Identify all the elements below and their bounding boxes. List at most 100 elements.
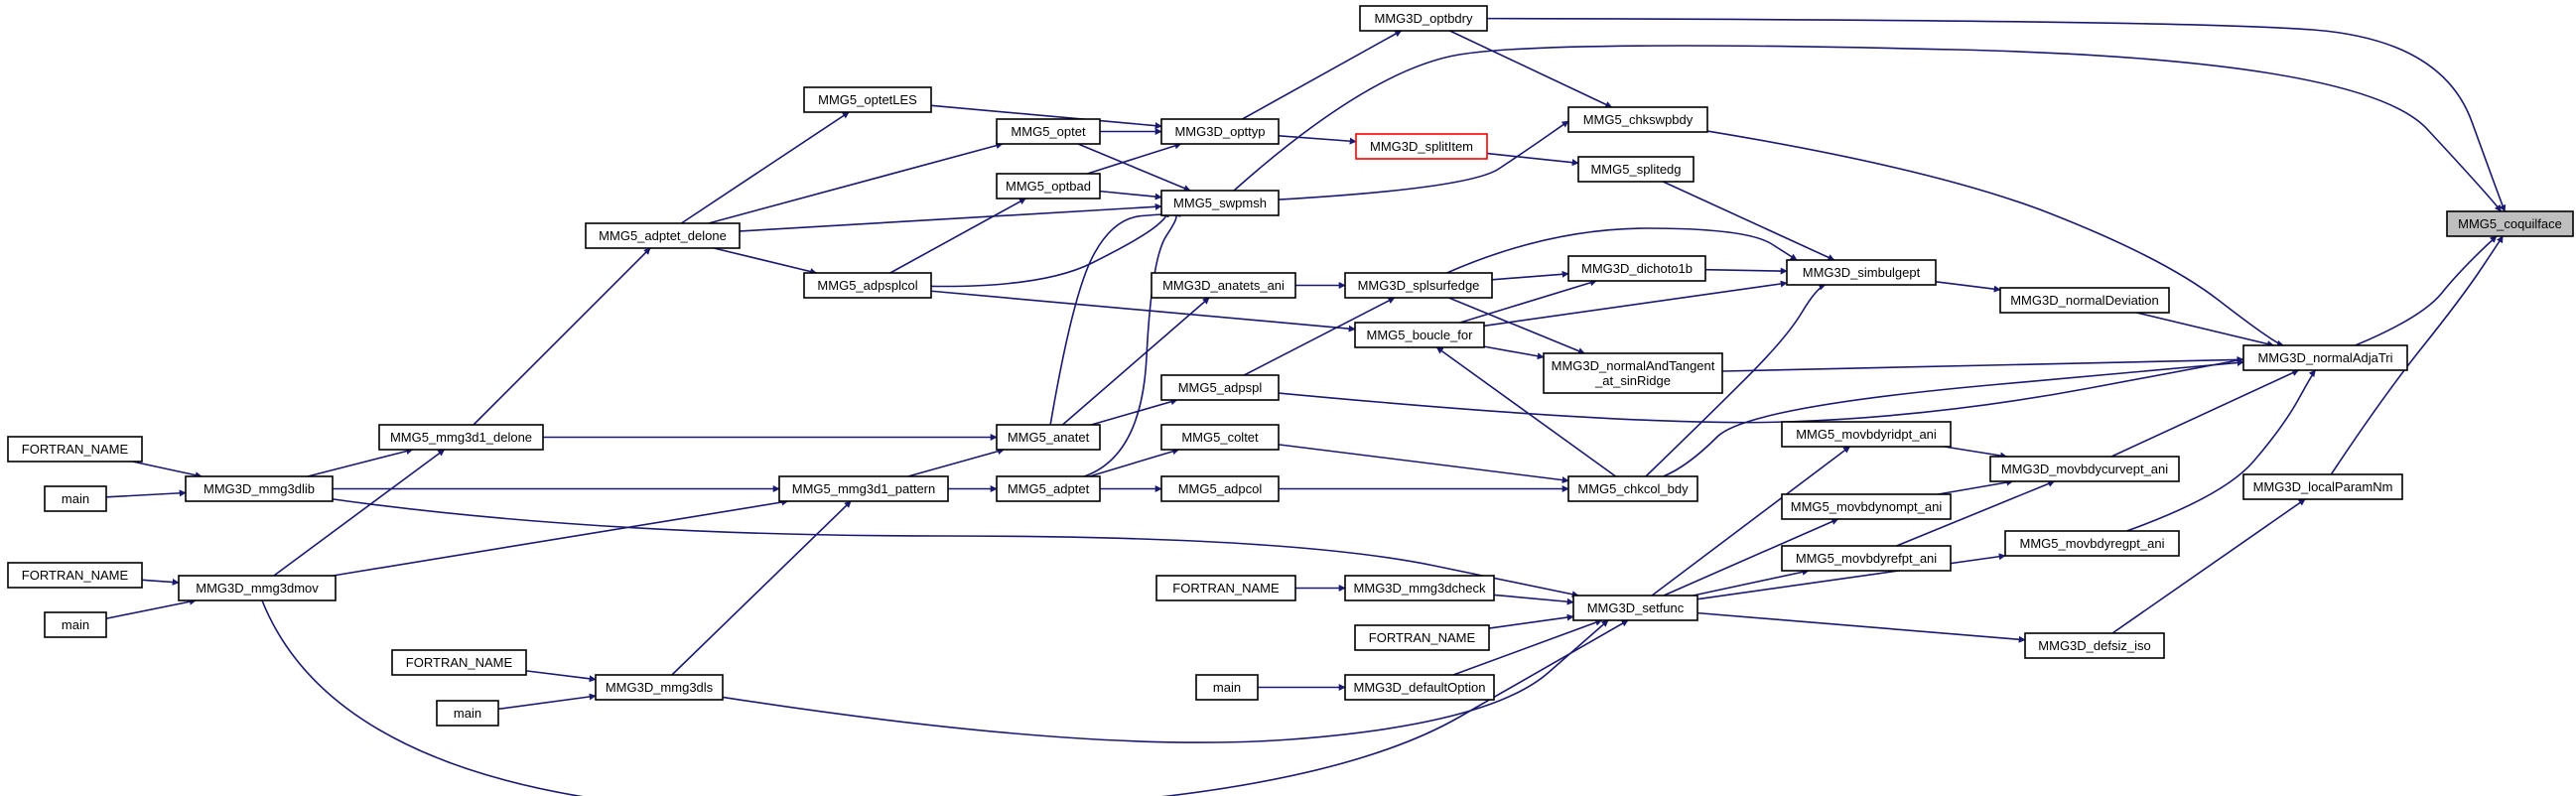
node-label: MMG5_mmg3d1_delone xyxy=(390,430,532,445)
node-defsiz_iso[interactable]: MMG3D_defsiz_iso xyxy=(2024,632,2165,659)
node-box xyxy=(1344,575,1495,601)
edge-adptet_delone-to-optet xyxy=(708,142,1004,224)
node-optetLES[interactable]: MMG5_optetLES xyxy=(803,86,932,113)
node-label: MMG5_adpsplcol xyxy=(817,278,917,293)
node-swpmsh[interactable]: MMG5_swpmsh xyxy=(1160,190,1280,216)
node-label: MMG3D_optbdry xyxy=(1375,11,1473,26)
node-main3[interactable]: main xyxy=(436,700,499,727)
node-coltet[interactable]: MMG5_coltet xyxy=(1160,424,1280,451)
node-box xyxy=(436,700,499,727)
node-optbdry[interactable]: MMG3D_optbdry xyxy=(1359,5,1488,32)
node-dichoto1b[interactable]: MMG3D_dichoto1b xyxy=(1567,255,1706,282)
node-adpspl[interactable]: MMG5_adpspl xyxy=(1160,374,1280,401)
node-opttyp[interactable]: MMG3D_opttyp xyxy=(1160,118,1280,145)
node-box xyxy=(1354,322,1485,348)
node-label: main xyxy=(62,617,89,632)
node-chkswpbdy[interactable]: MMG5_chkswpbdy xyxy=(1567,106,1708,133)
node-anatet[interactable]: MMG5_anatet xyxy=(996,424,1101,451)
node-boucle_for[interactable]: MMG5_boucle_for xyxy=(1354,322,1485,348)
edge-fortran5-to-mmg3dls xyxy=(525,670,597,683)
node-setfunc[interactable]: MMG3D_setfunc xyxy=(1572,595,1698,621)
node-label: MMG5_adpspl xyxy=(1178,380,1263,395)
node-mmg3dlib[interactable]: MMG3D_mmg3dlib xyxy=(185,475,334,502)
node-optet[interactable]: MMG5_optet xyxy=(996,118,1101,145)
node-box xyxy=(1999,287,2170,314)
node-defaultOption[interactable]: MMG3D_defaultOption xyxy=(1344,674,1495,701)
node-splitedg[interactable]: MMG5_splitedg xyxy=(1577,156,1695,183)
node-label: MMG5_optetLES xyxy=(818,92,917,107)
node-label: FORTRAN_NAME xyxy=(406,655,513,670)
node-box xyxy=(1572,595,1698,621)
edge-mmg3dcheck-to-setfunc xyxy=(1493,594,1574,605)
node-optbad[interactable]: MMG5_optbad xyxy=(996,173,1101,199)
node-label: MMG3D_mmg3dlib xyxy=(203,481,315,496)
node-main1[interactable]: main xyxy=(44,485,107,512)
node-label: MMG5_optet xyxy=(1011,124,1086,139)
edge-chkcol_bdy-to-normalAdjaTri xyxy=(1663,359,2244,477)
node-box xyxy=(7,436,143,463)
node-label: MMG5_optbad xyxy=(1006,179,1091,194)
node-movbdyregpt[interactable]: MMG5_movbdyregpt_ani xyxy=(2004,530,2180,557)
node-label: main xyxy=(1213,680,1241,695)
node-mmg3d1_pattern[interactable]: MMG5_mmg3d1_pattern xyxy=(778,475,949,502)
node-label: MMG3D_normalDeviation xyxy=(2010,293,2159,308)
node-box xyxy=(1160,374,1280,401)
node-localParamNm[interactable]: MMG3D_localParamNm xyxy=(2242,473,2403,500)
edge-splsurfedge-to-normalAndTangent xyxy=(1448,297,1585,354)
node-coquilface[interactable]: MMG5_coquilface xyxy=(2446,210,2574,237)
node-label: MMG5_movbdynompt_ani xyxy=(1791,499,1943,514)
node-box xyxy=(1359,5,1488,32)
edge-fortran2-to-mmg3dmov xyxy=(141,578,180,586)
node-normalAndTangent[interactable]: MMG3D_normalAndTangent_at_sinRidge xyxy=(1543,352,1723,394)
node-label: MMG5_chkcol_bdy xyxy=(1577,481,1689,496)
node-mmg3dls[interactable]: MMG3D_mmg3dls xyxy=(595,674,724,701)
node-box xyxy=(2446,210,2574,237)
node-fortran4[interactable]: FORTRAN_NAME xyxy=(1354,624,1490,651)
node-movbdyridpt[interactable]: MMG5_movbdyridpt_ani xyxy=(1781,421,1952,448)
edge-opttyp-to-optbdry xyxy=(1242,30,1403,120)
node-label: MMG3D_defaultOption xyxy=(1354,680,1486,695)
node-chkcol_bdy[interactable]: MMG5_chkcol_bdy xyxy=(1567,475,1698,502)
node-fortran3[interactable]: FORTRAN_NAME xyxy=(1155,575,1296,601)
edge-anatet-to-anatets_ani xyxy=(1061,297,1210,426)
node-fortran5[interactable]: FORTRAN_NAME xyxy=(391,649,527,676)
node-label: MMG3D_normalAndTangent xyxy=(1552,358,1715,373)
node-movbdycurvept[interactable]: MMG3D_movbdycurvept_ani xyxy=(1989,456,2180,482)
node-anatets_ani[interactable]: MMG3D_anatets_ani xyxy=(1151,272,1296,299)
node-label: MMG3D_normalAdjaTri xyxy=(2257,350,2392,365)
node-main2[interactable]: main xyxy=(44,611,107,638)
edge-setfunc-to-defsiz_iso xyxy=(1696,611,2026,643)
node-label: MMG3D_mmg3dmov xyxy=(196,581,319,596)
node-splsurfedge[interactable]: MMG3D_splsurfedge xyxy=(1344,272,1493,299)
edge-adpsplcol-to-optbad xyxy=(889,198,1026,274)
edge-chkcol_bdy-to-boucle_for xyxy=(1435,346,1617,477)
edge-mmg3dmov-to-mmg3d1_pattern xyxy=(333,498,789,577)
node-box xyxy=(1355,133,1488,160)
node-label: MMG3D_splitItem xyxy=(1370,139,1473,154)
node-fortran2[interactable]: FORTRAN_NAME xyxy=(7,562,143,589)
node-simbulgept[interactable]: MMG3D_simbulgept xyxy=(1786,259,1937,286)
edge-splsurfedge-to-simbulgept xyxy=(1446,227,1798,274)
node-box xyxy=(1781,421,1952,448)
node-normalDeviation[interactable]: MMG3D_normalDeviation xyxy=(1999,287,2170,314)
node-adpcol[interactable]: MMG5_adpcol xyxy=(1160,475,1280,502)
node-label: MMG5_anatet xyxy=(1008,430,1090,445)
node-main4[interactable]: main xyxy=(1195,674,1259,701)
node-movbdyrefpt[interactable]: MMG5_movbdyrefpt_ani xyxy=(1781,545,1952,572)
node-splitItem[interactable]: MMG3D_splitItem xyxy=(1355,133,1488,160)
node-label: MMG3D_anatets_ani xyxy=(1162,278,1285,293)
node-mmg3dmov[interactable]: MMG3D_mmg3dmov xyxy=(178,575,337,601)
node-mmg3d1_delone[interactable]: MMG5_mmg3d1_delone xyxy=(378,424,544,451)
node-fortran1[interactable]: FORTRAN_NAME xyxy=(7,436,143,463)
node-mmg3dcheck[interactable]: MMG3D_mmg3dcheck xyxy=(1344,575,1495,601)
node-adptet[interactable]: MMG5_adptet xyxy=(996,475,1101,502)
node-box xyxy=(2004,530,2180,557)
node-adpsplcol[interactable]: MMG5_adpsplcol xyxy=(803,272,932,299)
node-label: MMG3D_opttyp xyxy=(1174,124,1265,139)
node-adptet_delone[interactable]: MMG5_adptet_delone xyxy=(585,222,741,249)
node-normalAdjaTri[interactable]: MMG3D_normalAdjaTri xyxy=(2242,344,2408,371)
node-movbdynompt[interactable]: MMG5_movbdynompt_ani xyxy=(1781,493,1952,520)
node-label: MMG5_swpmsh xyxy=(1173,196,1267,210)
edge-chkcol_bdy-to-simbulgept xyxy=(1645,283,1827,477)
node-label: MMG5_splitedg xyxy=(1590,162,1681,177)
